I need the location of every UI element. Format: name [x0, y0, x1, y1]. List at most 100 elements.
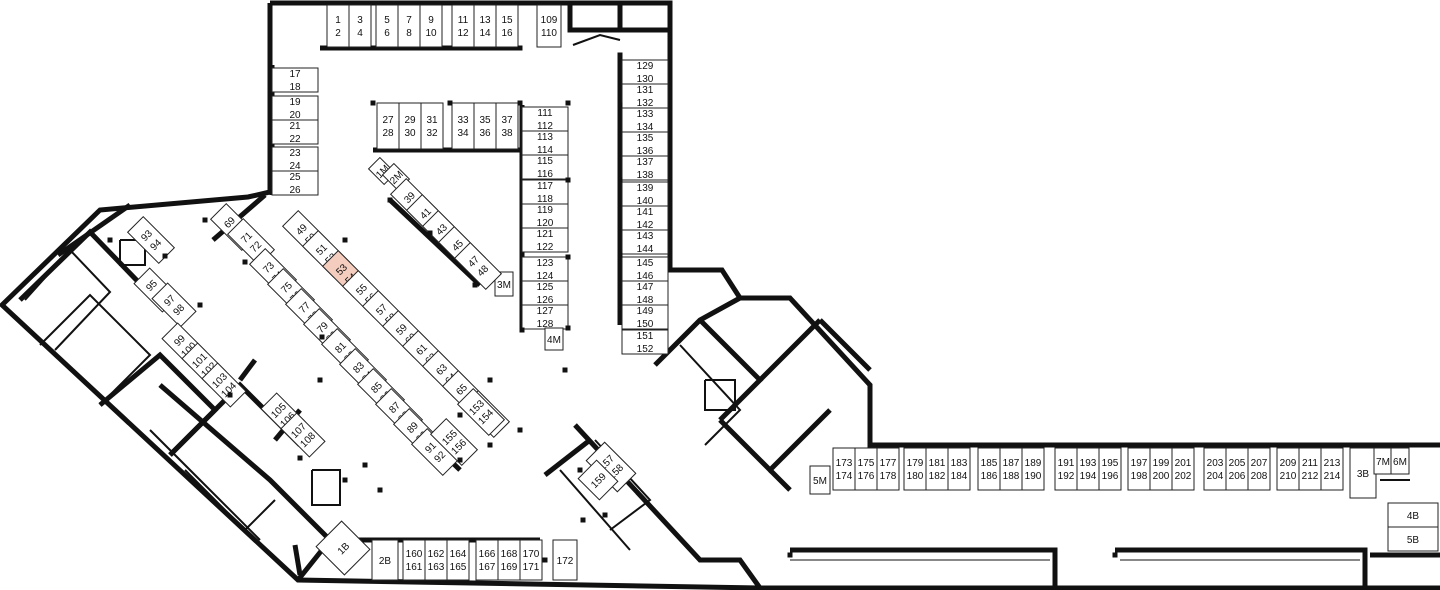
parking-spot-box[interactable]: [271, 119, 319, 145]
parking-spot-box[interactable]: [473, 102, 497, 150]
parking-spot-5B[interactable]: 5B: [1387, 526, 1439, 552]
parking-spot-box[interactable]: [1225, 447, 1249, 491]
parking-spot-box[interactable]: [201, 362, 247, 408]
parking-spot-box[interactable]: [621, 304, 669, 330]
parking-spot-box[interactable]: [456, 387, 506, 437]
parking-spot-box[interactable]: [1076, 447, 1100, 491]
parking-spot-box[interactable]: [1149, 447, 1173, 491]
parking-spot-box[interactable]: [544, 327, 564, 351]
parking-spot-box[interactable]: [621, 280, 669, 306]
parking-spot-box[interactable]: [429, 417, 479, 467]
parking-spot-box[interactable]: [876, 447, 900, 491]
parking-spot-5M[interactable]: 5M: [809, 465, 831, 495]
parking-spot-box[interactable]: [371, 539, 399, 581]
parking-spot-box[interactable]: [521, 179, 569, 205]
parking-spot-172[interactable]: 172: [552, 539, 578, 581]
parking-spot-box[interactable]: [475, 539, 499, 581]
parking-spot-2B[interactable]: 2B: [371, 539, 399, 581]
parking-spot-box[interactable]: [151, 282, 197, 328]
parking-spot-box[interactable]: [621, 107, 669, 133]
parking-spot-box[interactable]: [424, 539, 448, 581]
parking-spot-box[interactable]: [348, 4, 372, 48]
parking-spot-box[interactable]: [497, 539, 521, 581]
parking-spot-box[interactable]: [1203, 447, 1227, 491]
parking-spot-box[interactable]: [977, 447, 1001, 491]
parking-spot-7M[interactable]: 7M: [1373, 447, 1393, 475]
parking-spot-box[interactable]: [397, 4, 421, 48]
parking-spot-box[interactable]: [536, 4, 562, 48]
parking-spot-9[interactable]: 910: [419, 4, 443, 48]
parking-spot-box[interactable]: [854, 447, 878, 491]
parking-spot-box[interactable]: [521, 154, 569, 180]
parking-spot-box[interactable]: [376, 102, 400, 150]
parking-spot-box[interactable]: [621, 229, 669, 255]
parking-spot-box[interactable]: [326, 4, 350, 48]
parking-spot-box[interactable]: [999, 447, 1023, 491]
parking-spot-box[interactable]: [271, 170, 319, 196]
parking-spot-box[interactable]: [521, 256, 569, 282]
parking-spot-box[interactable]: [1387, 502, 1439, 528]
parking-spot-box[interactable]: [1349, 447, 1377, 499]
parking-spot-3B[interactable]: 3B: [1349, 447, 1377, 499]
parking-spot-box[interactable]: [621, 329, 669, 355]
parking-spot-box[interactable]: [521, 304, 569, 330]
parking-spot-box[interactable]: [621, 181, 669, 207]
parking-spot-box[interactable]: [451, 4, 475, 48]
parking-spot-box[interactable]: [519, 539, 543, 581]
parking-spot-box[interactable]: [1171, 447, 1195, 491]
parking-spot-box[interactable]: [621, 155, 669, 181]
parking-spot-box[interactable]: [521, 280, 569, 306]
parking-spot-box[interactable]: [621, 59, 669, 85]
parking-spot-box[interactable]: [621, 205, 669, 231]
parking-spot-box[interactable]: [271, 67, 319, 93]
parking-spot-box[interactable]: [1320, 447, 1344, 491]
parking-spot-box[interactable]: [402, 539, 426, 581]
parking-spot-box[interactable]: [1098, 447, 1122, 491]
parking-spot-box[interactable]: [495, 102, 519, 150]
parking-spot-box[interactable]: [521, 130, 569, 156]
parking-spot-box[interactable]: [809, 465, 831, 495]
parking-spot-box[interactable]: [315, 520, 371, 576]
parking-spot-5[interactable]: 56: [375, 4, 399, 48]
